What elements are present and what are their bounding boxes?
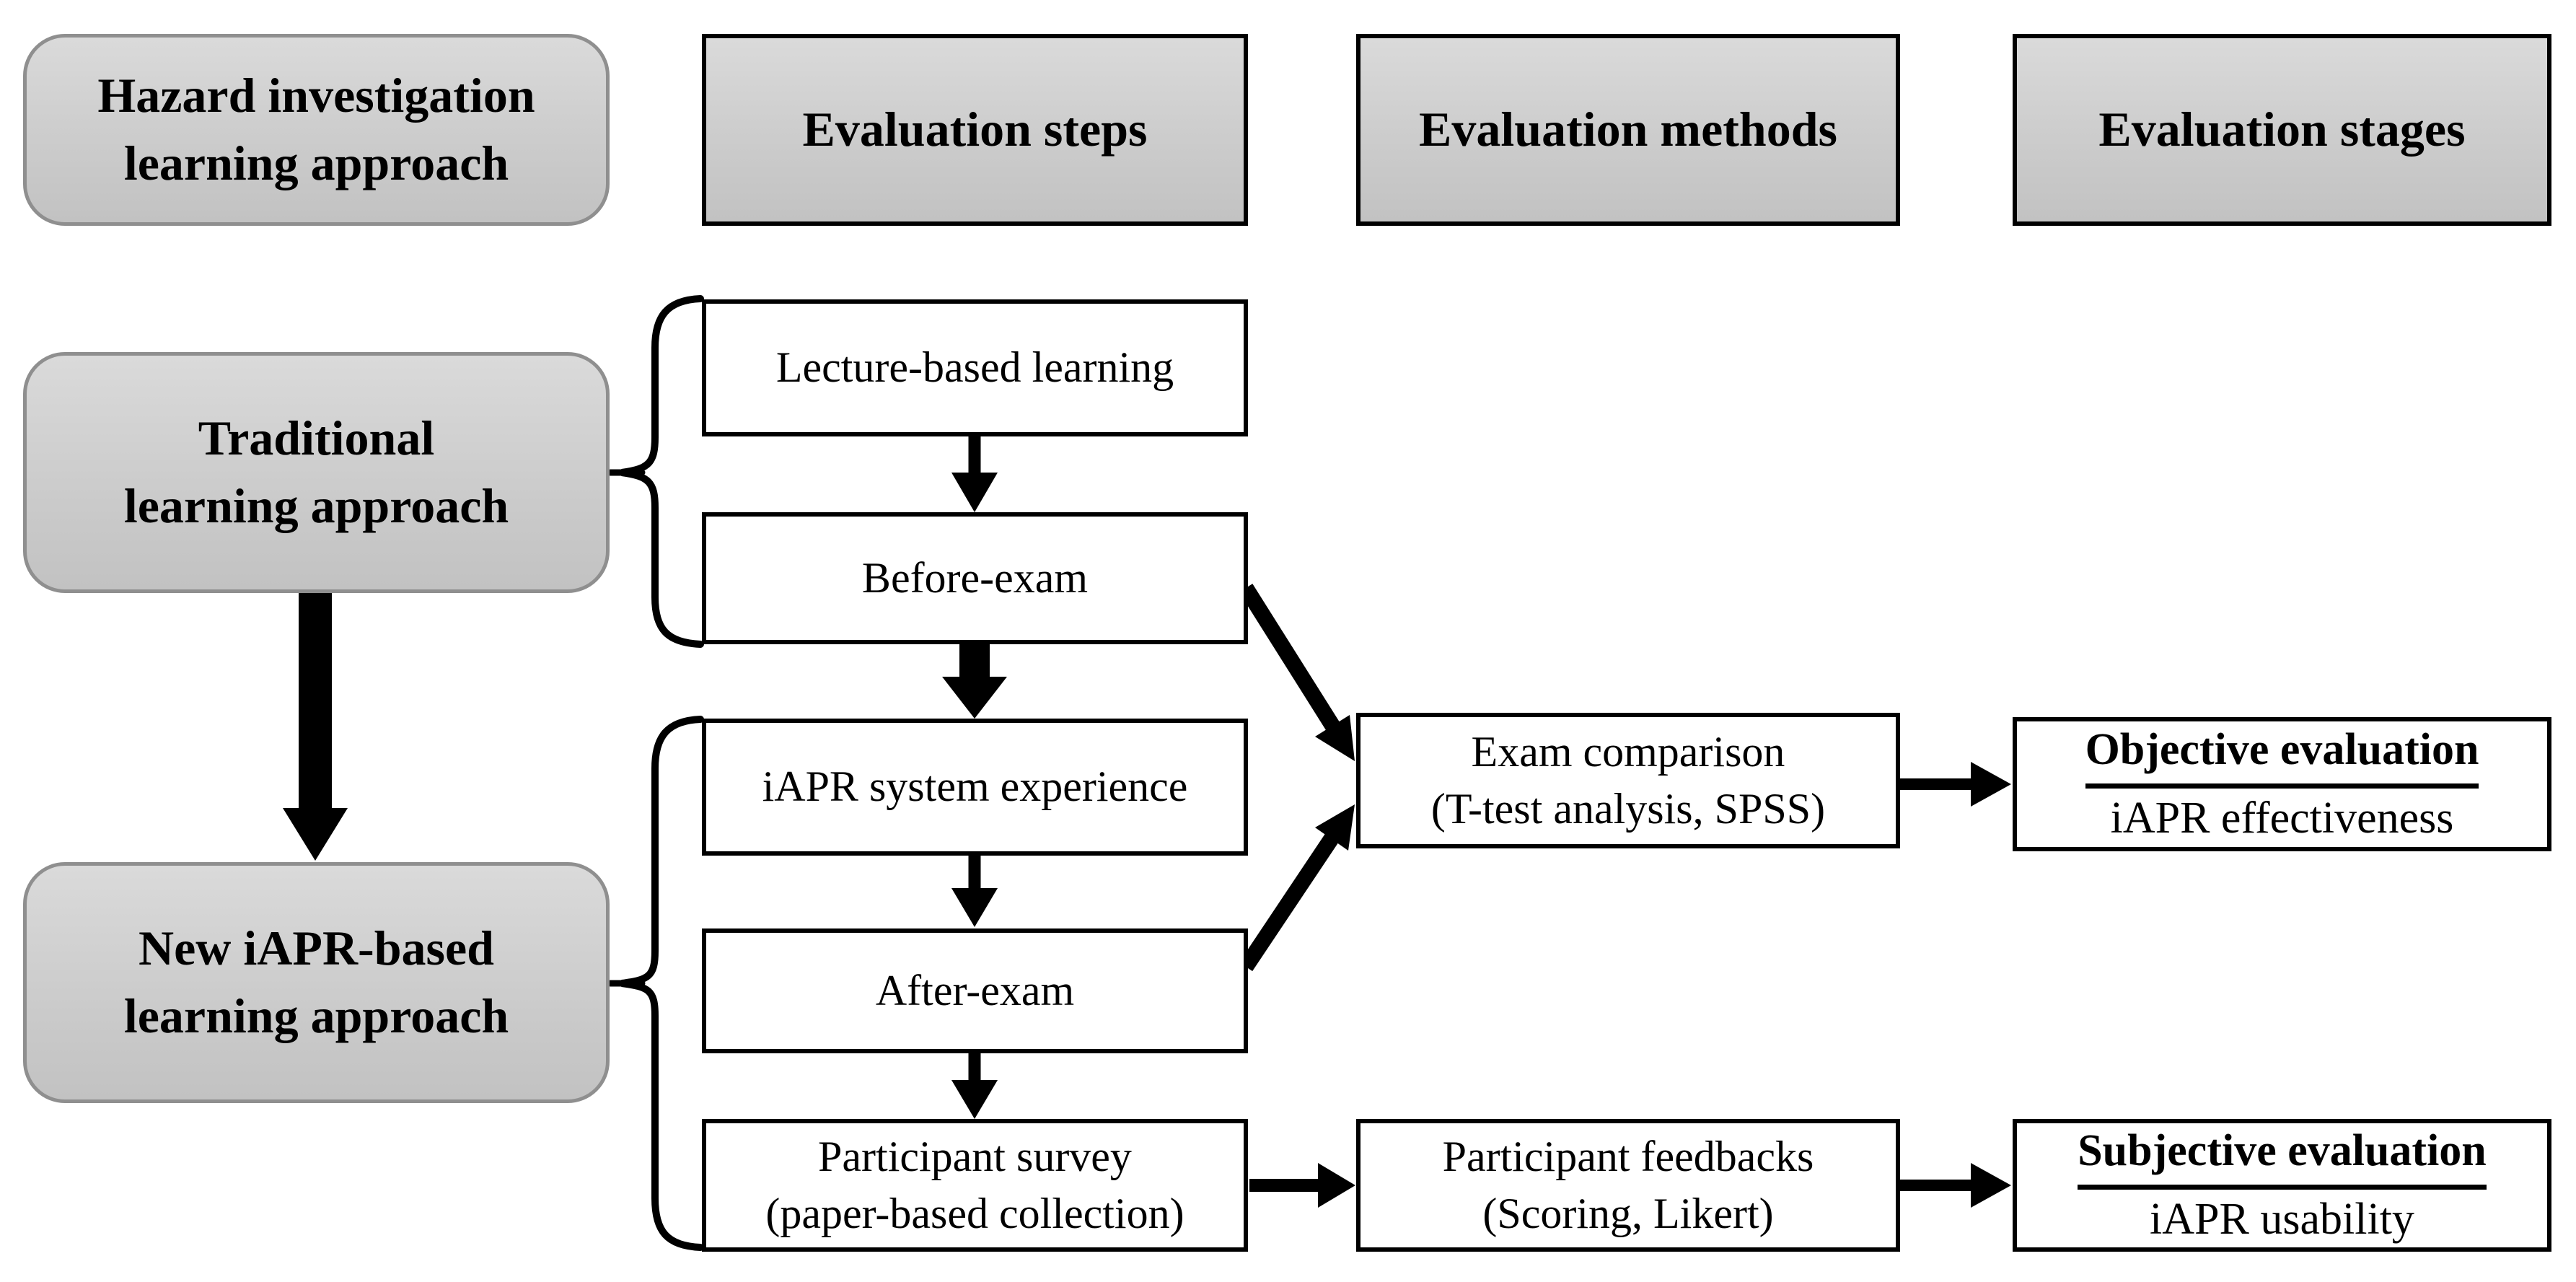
arrow-after-exam-to-survey-icon (951, 1052, 998, 1119)
box-objective-evaluation: Objective evaluation iAPR effectiveness (2013, 717, 2551, 851)
arrow-before-exam-to-iapr-icon (942, 642, 1007, 719)
stage-subtitle: iAPR effectiveness (2110, 793, 2454, 843)
method-label-line: Participant feedbacks (1442, 1132, 1814, 1180)
step-label-line: After-exam (875, 966, 1075, 1014)
box-iapr-system-experience: iAPR system experience (702, 719, 1248, 856)
box-after-exam: After-exam (702, 928, 1248, 1053)
stage-subtitle: iAPR usability (2150, 1194, 2414, 1244)
method-label-line: (T-test analysis, SPSS) (1430, 785, 1826, 833)
header-label-line: Evaluation stages (2098, 102, 2466, 157)
box-participant-survey: Participant survey (paper-based collecti… (702, 1119, 1248, 1252)
box-subjective-evaluation: Subjective evaluation iAPR usability (2013, 1119, 2551, 1252)
step-label-line: Participant survey (818, 1132, 1132, 1180)
method-label-line: (Scoring, Likert) (1482, 1190, 1774, 1237)
arrow-feedbacks-to-subjective-icon (1899, 1163, 2011, 1208)
arrow-survey-to-feedbacks-icon (1249, 1163, 1355, 1208)
box-participant-feedbacks: Participant feedbacks (Scoring, Likert) (1356, 1119, 1900, 1252)
box-traditional-approach: Traditional learning approach (23, 352, 610, 593)
header-hazard-learning-approach: Hazard investigation learning approach (23, 34, 610, 226)
arrow-lecture-to-before-exam-icon (951, 435, 998, 512)
header-label-line: Evaluation steps (802, 102, 1148, 157)
stage-title: Objective evaluation (2085, 720, 2479, 789)
step-label-line: (paper-based collection) (765, 1190, 1184, 1237)
arrow-traditional-to-new-iapr-icon (283, 590, 348, 861)
header-evaluation-steps: Evaluation steps (702, 34, 1248, 226)
approach-label-line: learning approach (123, 988, 509, 1043)
approach-label-line: Traditional (198, 410, 435, 466)
arrow-iapr-to-after-exam-icon (951, 854, 998, 927)
box-lecture-based-learning: Lecture-based learning (702, 299, 1248, 436)
brace-new-iapr-group-icon (607, 716, 704, 1251)
header-label-line: learning approach (123, 136, 509, 190)
box-exam-comparison: Exam comparison (T-test analysis, SPSS) (1356, 713, 1900, 848)
method-label-line: Exam comparison (1471, 727, 1785, 776)
header-label-line: Evaluation methods (1419, 102, 1837, 157)
header-label-line: Hazard investigation (97, 68, 535, 123)
step-label-line: Lecture-based learning (775, 343, 1174, 392)
brace-traditional-group-icon (607, 295, 704, 648)
header-evaluation-methods: Evaluation methods (1356, 34, 1900, 226)
arrow-exam-comparison-to-objective-icon (1899, 762, 2011, 807)
box-before-exam: Before-exam (702, 512, 1248, 644)
approach-label-line: learning approach (123, 478, 509, 533)
header-evaluation-stages: Evaluation stages (2013, 34, 2551, 226)
step-label-line: Before-exam (861, 553, 1089, 602)
arrow-after-exam-to-exam-comparison-icon (1239, 804, 1355, 972)
approach-label-line: New iAPR-based (139, 921, 494, 976)
stage-title: Subjective evaluation (2078, 1121, 2487, 1190)
step-label-line: iAPR system experience (762, 763, 1188, 811)
arrow-before-exam-to-exam-comparison-icon (1239, 584, 1355, 761)
box-new-iapr-approach: New iAPR-based learning approach (23, 862, 610, 1103)
